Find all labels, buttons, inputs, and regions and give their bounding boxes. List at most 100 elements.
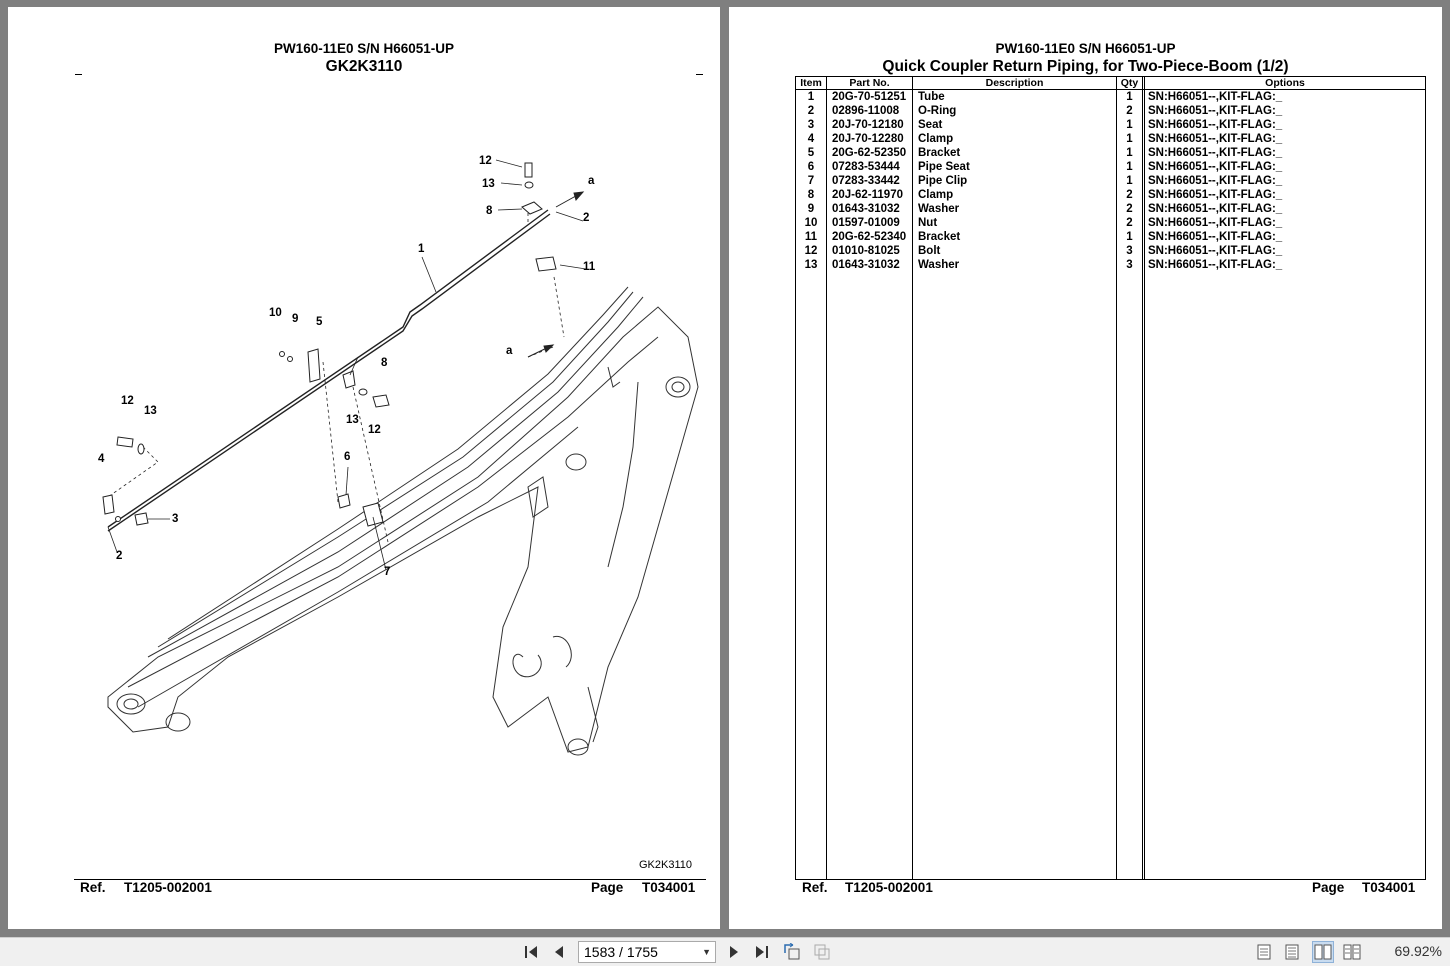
column-rule xyxy=(1142,77,1143,879)
item-cell: 9 xyxy=(807,203,815,215)
ref-value: T1205-002001 xyxy=(845,880,933,895)
table-row: 8 20J-62-11970 Clamp 2 SN:H66051--,KIT-FLAG:… xyxy=(796,188,1425,202)
description-cell: Seat xyxy=(918,119,943,131)
left-page: PW160-11E0 S/N H66051-UP GK2K3110 xyxy=(8,7,720,929)
callout-label: 11 xyxy=(583,261,596,273)
part-number-cell: 20J-62-11970 xyxy=(832,189,903,201)
item-cell: 4 xyxy=(807,133,815,145)
callout-label: 9 xyxy=(292,313,298,325)
qty-cell: 3 xyxy=(1126,245,1133,257)
item-cell: 13 xyxy=(804,259,818,271)
part-number-cell: 07283-33442 xyxy=(832,175,900,187)
page-label: Page xyxy=(1312,880,1345,895)
part-number-cell: 20J-70-12180 xyxy=(832,119,904,131)
previous-page-button[interactable] xyxy=(548,940,570,964)
options-cell: SN:H66051--,KIT-FLAG:_ xyxy=(1148,161,1283,173)
callout-label: 8 xyxy=(381,357,388,369)
part-number-cell: 20G-70-51251 xyxy=(832,91,907,103)
parts-list-title: Quick Coupler Return Piping, for Two-Pie… xyxy=(882,58,1289,75)
ref-label: Ref. xyxy=(802,880,828,895)
left-model-heading: PW160-11E0 S/N H66051-UP xyxy=(273,41,455,56)
continuous-view-button[interactable] xyxy=(1281,941,1303,963)
column-rule xyxy=(826,77,827,879)
options-cell: SN:H66051--,KIT-FLAG:_ xyxy=(1148,259,1283,271)
qty-cell: 3 xyxy=(1126,259,1133,271)
last-page-button[interactable] xyxy=(751,940,773,964)
callout-label: 8 xyxy=(486,205,493,217)
column-header-qty: Qty xyxy=(1120,77,1139,89)
part-number-cell: 20G-62-52340 xyxy=(832,231,907,243)
left-dash-mark xyxy=(75,74,82,75)
page-indicator: 1583 / 1755 xyxy=(584,944,658,960)
item-cell: 8 xyxy=(807,189,815,201)
left-code-heading: GK2K3110 xyxy=(325,58,403,75)
part-number-cell: 20J-70-12280 xyxy=(832,133,904,145)
part-number-cell: 01597-01009 xyxy=(832,217,900,229)
options-cell: SN:H66051--,KIT-FLAG:_ xyxy=(1148,217,1283,229)
previous-view-icon xyxy=(784,943,800,960)
description-cell: Clamp xyxy=(918,189,954,201)
item-cell: 3 xyxy=(807,119,815,131)
callout-label: 3 xyxy=(172,513,178,525)
description-cell: O-Ring xyxy=(918,105,957,117)
right-model-heading: PW160-11E0 S/N H66051-UP xyxy=(995,41,1176,56)
part-number-cell: 01643-31032 xyxy=(832,203,900,215)
facing-view-button[interactable] xyxy=(1312,941,1334,963)
column-header-item: Item xyxy=(800,77,822,89)
part-number-cell: 01643-31032 xyxy=(832,259,900,271)
qty-cell: 2 xyxy=(1126,203,1133,215)
callout-label: 6 xyxy=(344,451,350,463)
footer-rule xyxy=(795,879,1426,880)
continuous-facing-view-button[interactable] xyxy=(1341,941,1363,963)
description-cell: Washer xyxy=(918,203,960,215)
description-cell: Clamp xyxy=(918,133,954,145)
qty-cell: 1 xyxy=(1126,133,1133,145)
qty-cell: 1 xyxy=(1126,147,1133,159)
qty-cell: 1 xyxy=(1126,231,1133,243)
page-value: T034001 xyxy=(1362,880,1416,895)
first-page-button[interactable] xyxy=(520,940,542,964)
column-rule xyxy=(1116,77,1117,879)
next-page-button[interactable] xyxy=(723,940,745,964)
column-header-part-no: Part No. xyxy=(849,77,890,89)
viewer-toolbar: 1583 / 1755 ▼ 69.92% xyxy=(0,937,1450,966)
ref-label: Ref. xyxy=(80,880,106,895)
qty-cell: 2 xyxy=(1126,217,1133,229)
column-header-options: Options xyxy=(1265,77,1305,89)
options-cell: SN:H66051--,KIT-FLAG:_ xyxy=(1148,133,1283,145)
description-cell: Bracket xyxy=(918,147,961,159)
single-page-view-icon xyxy=(1257,944,1271,960)
item-cell: 10 xyxy=(804,217,818,229)
facing-view-icon xyxy=(1314,944,1332,960)
description-cell: Pipe Clip xyxy=(918,175,968,187)
description-cell: Bracket xyxy=(918,231,961,243)
options-cell: SN:H66051--,KIT-FLAG:_ xyxy=(1148,147,1283,159)
options-cell: SN:H66051--,KIT-FLAG:_ xyxy=(1148,245,1283,257)
previous-view-button[interactable] xyxy=(781,940,803,964)
figure-id: GK2K3110 xyxy=(639,859,693,871)
zoom-level[interactable]: 69.92% xyxy=(1394,943,1442,959)
next-view-button[interactable] xyxy=(811,940,833,964)
page-number-select[interactable]: 1583 / 1755 ▼ xyxy=(578,941,716,963)
continuous-view-icon xyxy=(1285,944,1299,960)
callout-label: 13 xyxy=(482,178,495,190)
options-cell: SN:H66051--,KIT-FLAG:_ xyxy=(1148,189,1283,201)
column-rule xyxy=(912,77,913,879)
single-page-view-button[interactable] xyxy=(1253,941,1275,963)
callout-label: 1 xyxy=(418,243,425,255)
item-cell: 2 xyxy=(807,105,815,117)
header-rule xyxy=(796,89,1425,90)
ref-value: T1205-002001 xyxy=(124,880,212,895)
table-row: 4 20J-70-12280 Clamp 1 SN:H66051--,KIT-FLAG:… xyxy=(796,132,1425,146)
callout-label: 12 xyxy=(479,155,492,167)
item-cell: 7 xyxy=(807,175,815,187)
qty-cell: 2 xyxy=(1126,189,1133,201)
callout-label: 4 xyxy=(98,453,105,465)
part-number-cell: 01010-81025 xyxy=(832,245,900,257)
